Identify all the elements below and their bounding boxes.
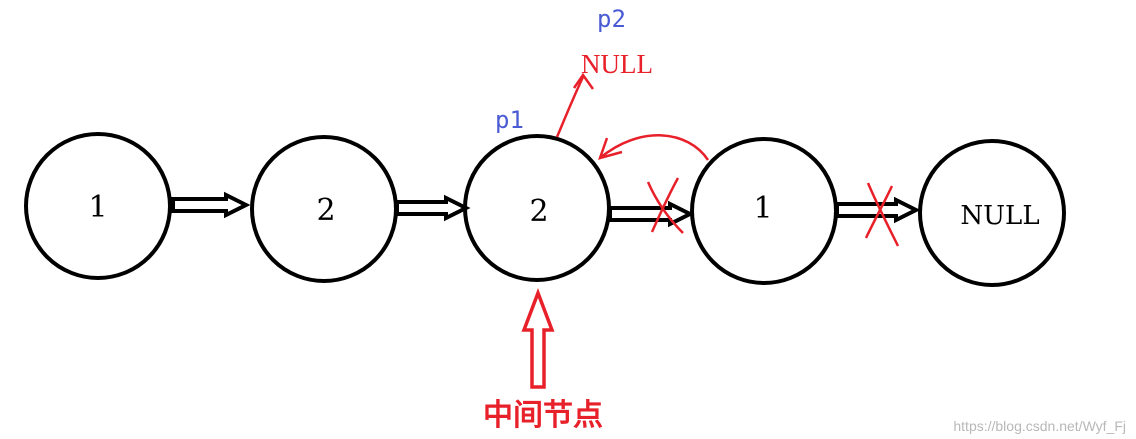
watermark-text: https://blog.csdn.net/Wyf_Fj: [953, 418, 1126, 434]
pointer-p1-label: p1: [495, 106, 524, 134]
node-3-value: 2: [529, 194, 548, 229]
pointer-p2-label: p2: [597, 5, 626, 33]
link-arrow-1-2: [171, 191, 251, 219]
link-arrow-3-4: [608, 200, 695, 228]
node-4: 1: [690, 137, 838, 285]
node-null: NULL: [918, 139, 1066, 287]
node-2: 2: [250, 135, 398, 283]
broken-link-cross-1: [646, 177, 684, 234]
node-3-middle: 2: [463, 134, 611, 282]
link-arrow-4-null: [835, 196, 921, 224]
link-arrow-2-3: [395, 194, 471, 222]
node-1-value: 1: [88, 190, 107, 225]
broken-link-cross-2: [864, 182, 900, 247]
middle-node-indicator-arrow: [521, 288, 555, 389]
p2-null-arrow: [555, 72, 595, 138]
reverse-link-arrow: [598, 134, 710, 161]
null-node-value: NULL: [960, 201, 1039, 231]
node-2-value: 2: [316, 193, 335, 228]
node-1: 1: [24, 132, 172, 280]
p2-null-label: NULL: [581, 49, 653, 79]
node-4-value: 1: [753, 191, 772, 226]
middle-node-label: 中间节点: [483, 398, 603, 433]
